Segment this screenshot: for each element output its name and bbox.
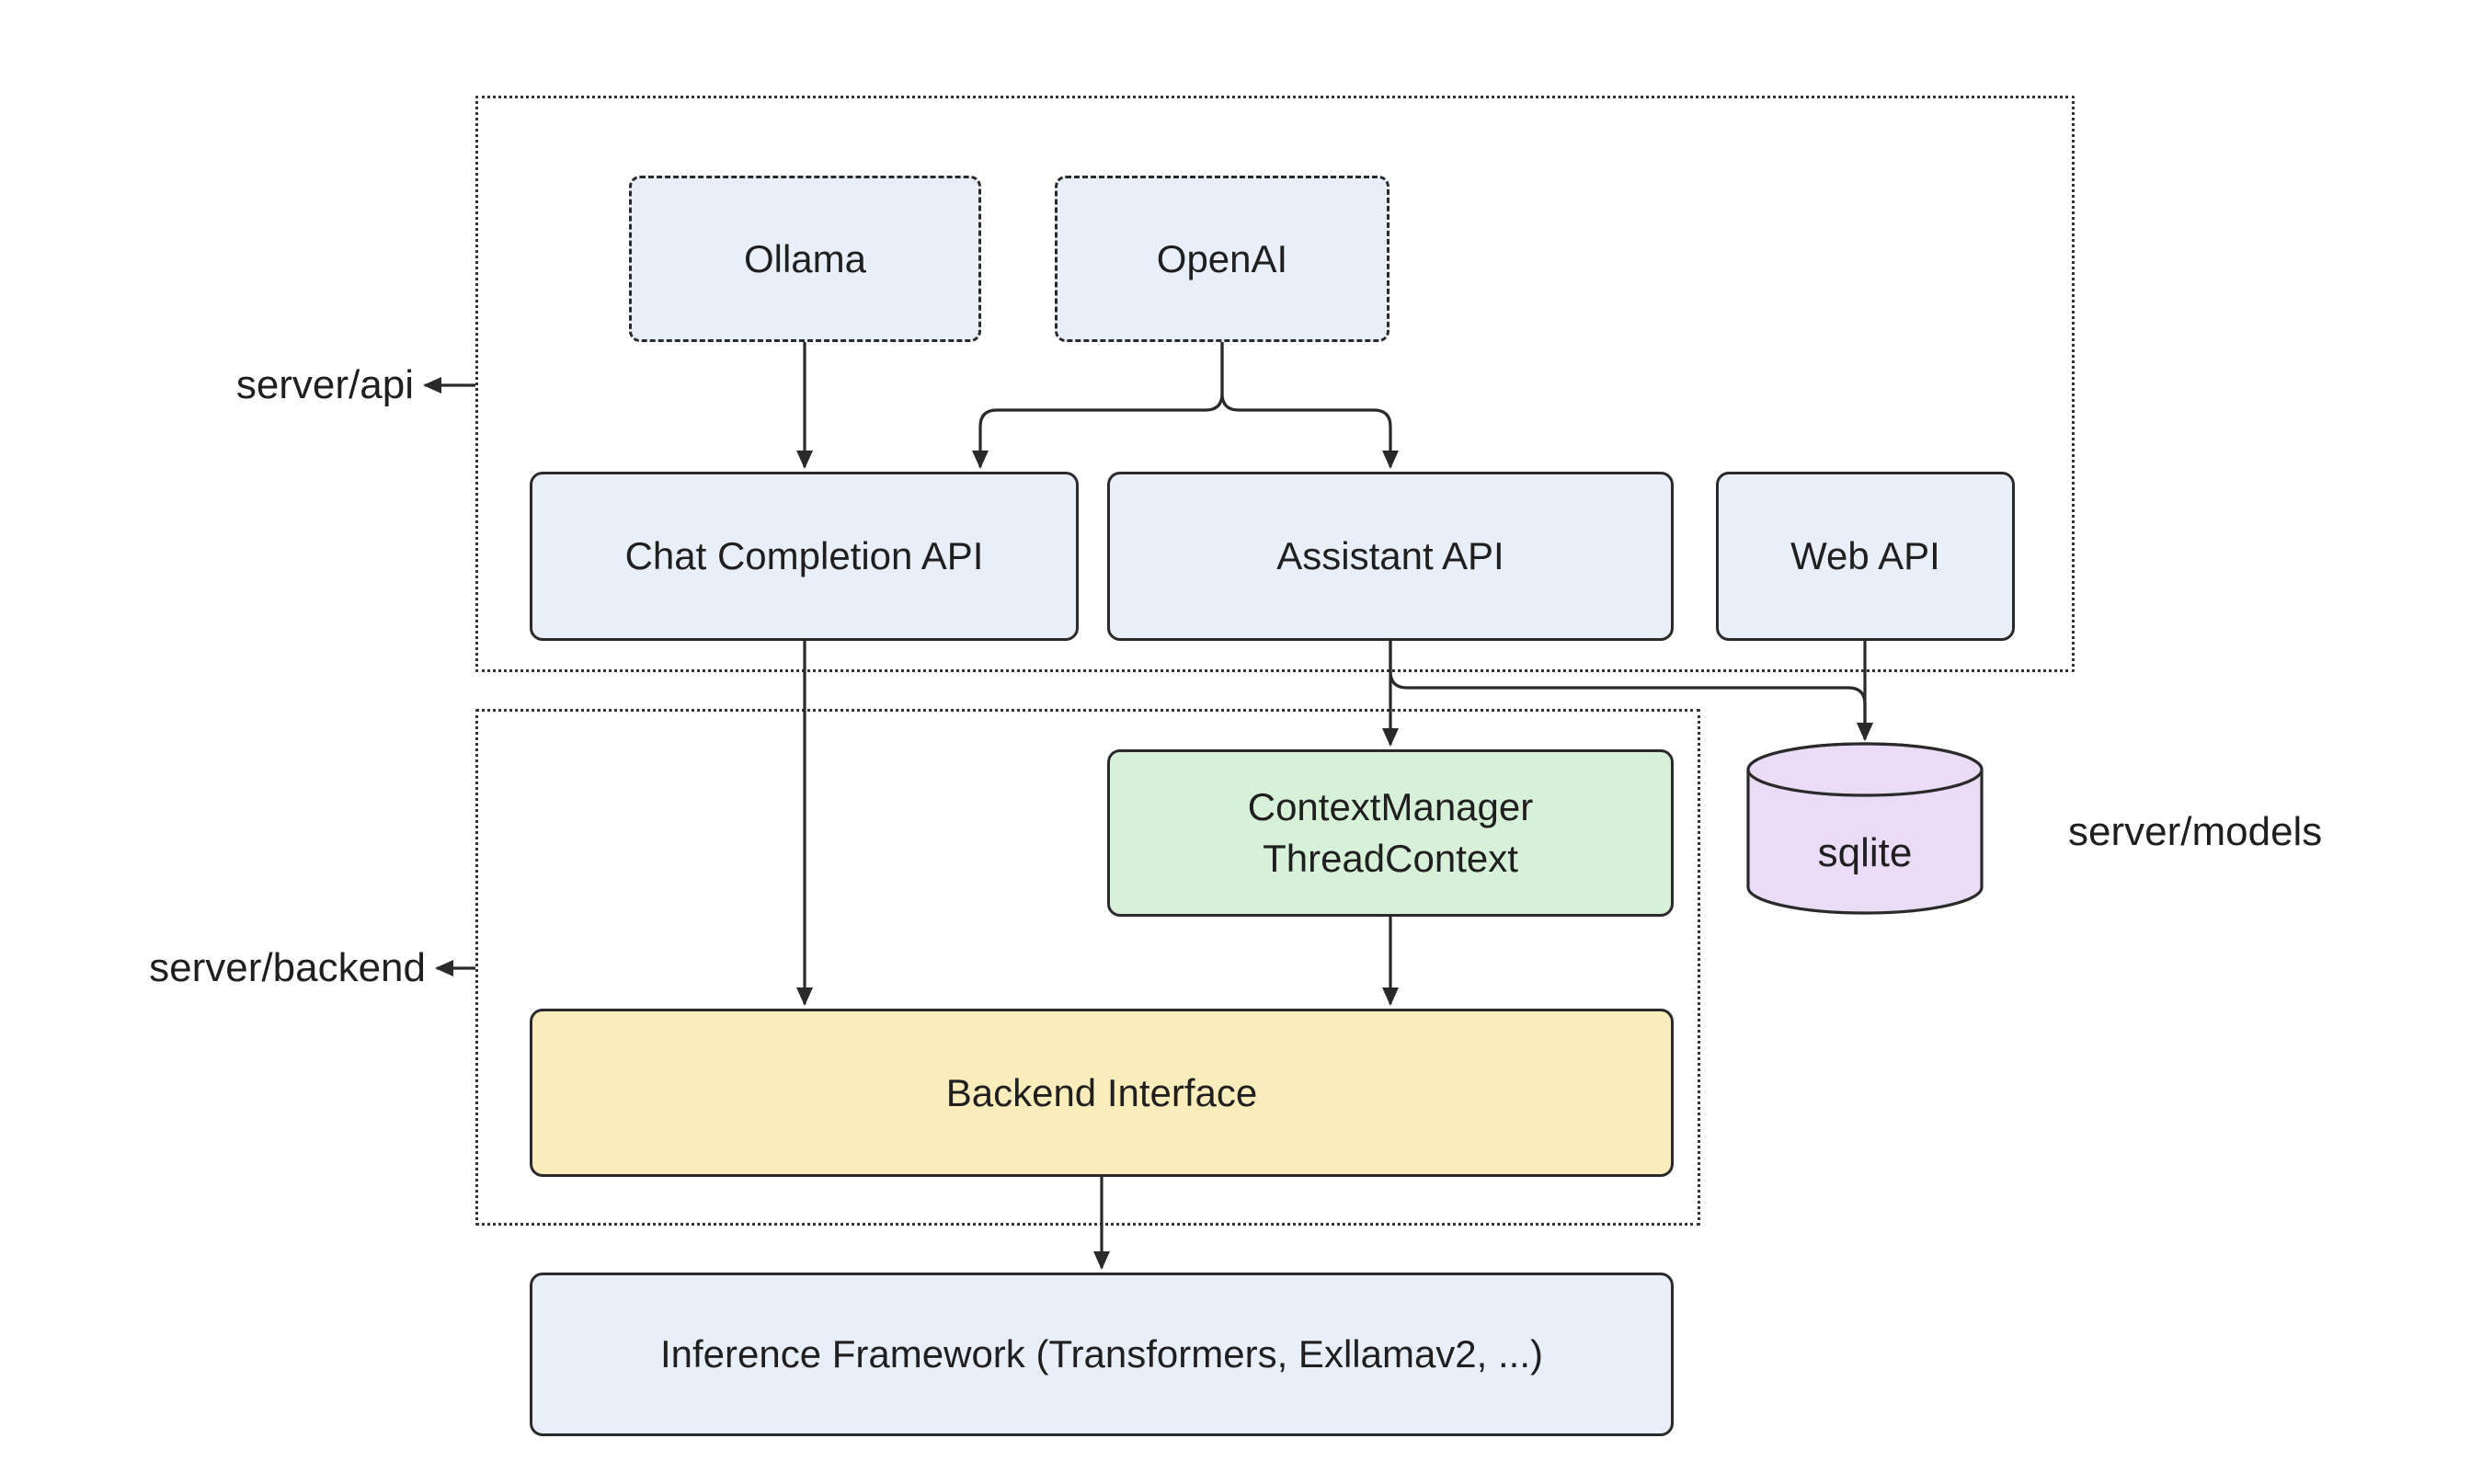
node-ollama-label: Ollama — [743, 236, 867, 280]
node-chat-completion-api-label: Chat Completion API — [624, 534, 984, 577]
node-ollama: Ollama — [629, 176, 981, 342]
node-sqlite-label: sqlite — [1748, 826, 1982, 881]
node-openai-label: OpenAI — [1156, 236, 1288, 280]
label-server-models-text: server/models — [2068, 809, 2323, 854]
label-server-backend: server/backend — [149, 941, 426, 996]
label-server-models: server/models — [2068, 805, 2322, 860]
sqlite-label-text: sqlite — [1817, 830, 1913, 875]
group-server-api — [475, 96, 2075, 672]
node-inference-framework-label: Inference Framework (Transformers, Exlla… — [659, 1332, 1543, 1376]
edge-openai-to-chat-completion — [972, 342, 1224, 469]
node-backend-interface-label: Backend Interface — [945, 1070, 1258, 1114]
node-web-api-label: Web API — [1790, 534, 1940, 577]
node-web-api: Web API — [1716, 472, 2015, 641]
sqlite-cylinder — [1746, 742, 1984, 915]
edge-assistant-to-sqlite — [1389, 641, 1873, 741]
edge-openai-to-assistant — [1220, 342, 1399, 469]
group-server-backend — [475, 709, 1700, 1226]
label-server-api: server/api — [236, 358, 414, 413]
node-context-manager: ContextManager ThreadContext — [1107, 749, 1674, 917]
node-context-manager-label-line1: ContextManager — [1247, 785, 1534, 828]
node-assistant-api-label: Assistant API — [1276, 534, 1504, 577]
node-chat-completion-api: Chat Completion API — [530, 472, 1079, 641]
node-context-manager-label-line2: ThreadContext — [1263, 837, 1518, 880]
label-server-api-text: server/api — [235, 362, 414, 407]
label-server-backend-text: server/backend — [149, 945, 426, 990]
node-assistant-api: Assistant API — [1107, 472, 1674, 641]
node-backend-interface: Backend Interface — [530, 1009, 1674, 1177]
node-inference-framework: Inference Framework (Transformers, Exlla… — [530, 1273, 1674, 1436]
node-openai: OpenAI — [1055, 176, 1389, 342]
